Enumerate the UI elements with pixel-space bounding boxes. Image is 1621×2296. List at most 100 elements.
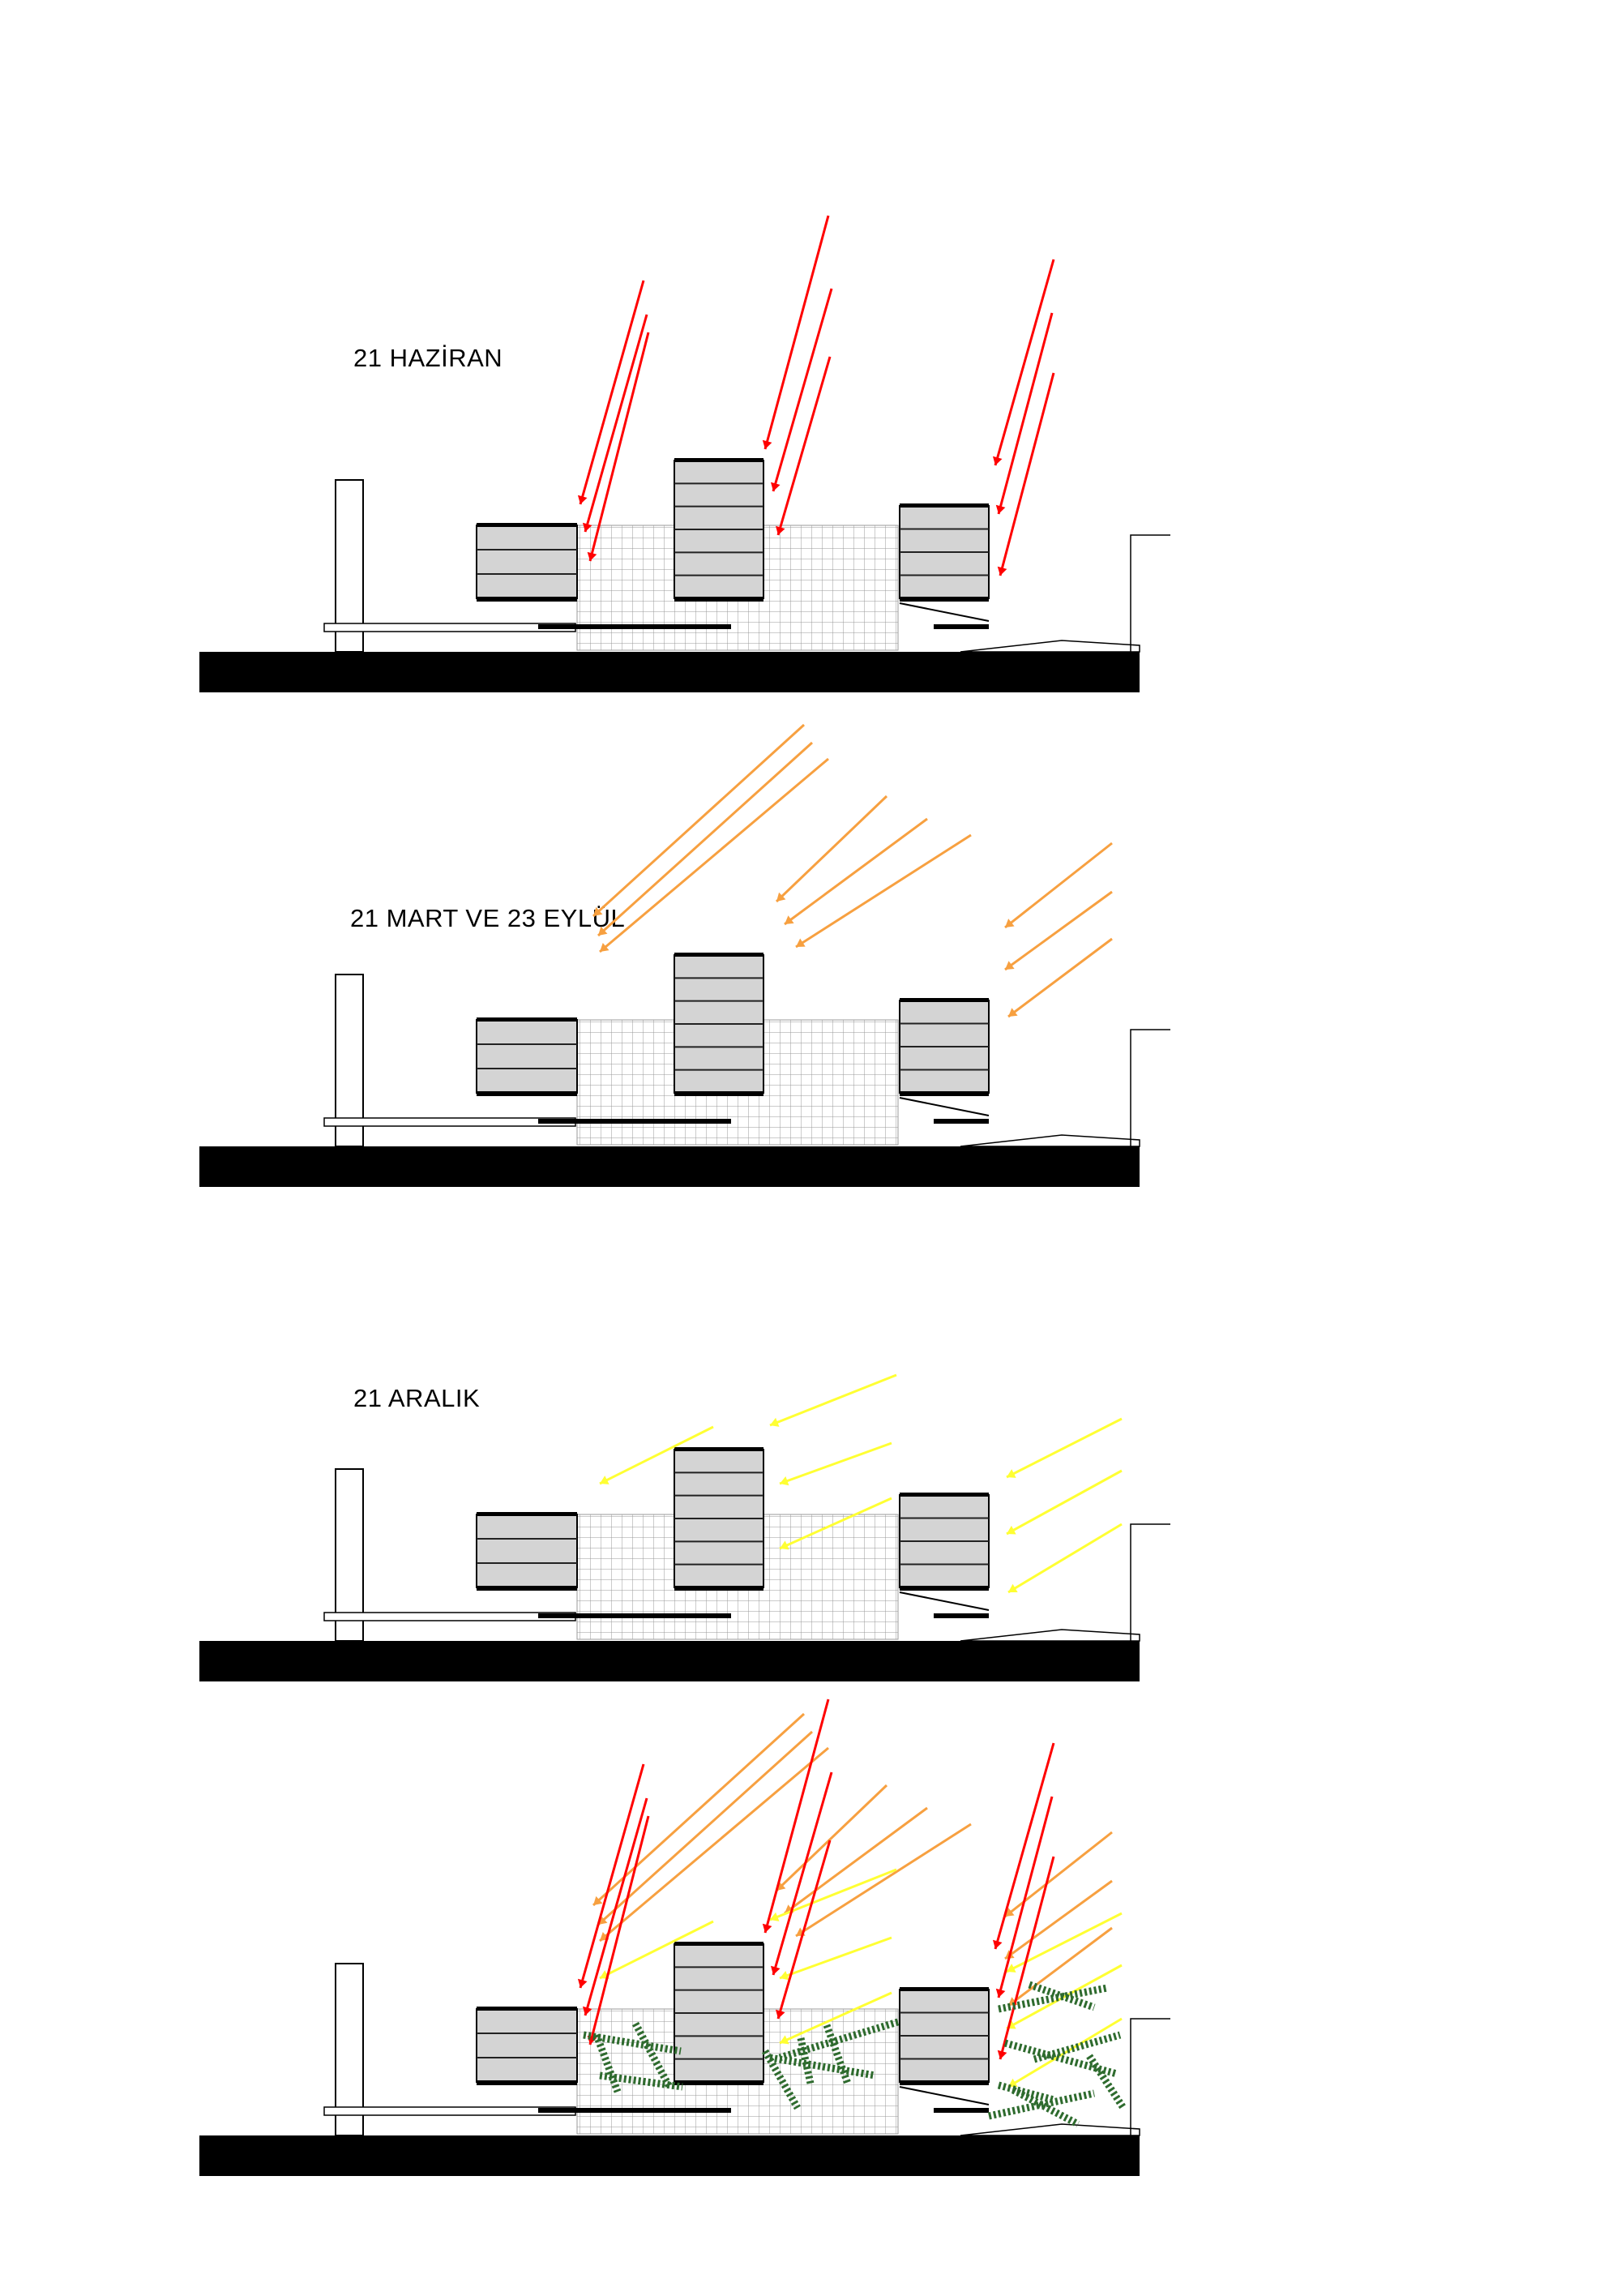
combined-summer-ray-8-head xyxy=(997,2050,1007,2059)
combined-winter-ray-2 xyxy=(779,1936,892,1981)
combined-winter-ray-0-shaft xyxy=(599,1920,714,1980)
building-center-base xyxy=(674,1091,763,1096)
equinox-ray-8 xyxy=(1007,937,1113,1018)
base-slab-right xyxy=(934,2108,989,2113)
combined-summer-ray-3 xyxy=(762,1698,830,1934)
combined-equinox-ray-1 xyxy=(597,1730,814,1926)
winter-ray-3-shaft xyxy=(779,1497,892,1550)
combined-equinox-ray-8-shaft xyxy=(1007,1926,1113,2007)
winter-ray-1 xyxy=(769,1373,897,1427)
summer-ray-4 xyxy=(771,288,833,492)
combined-winter-ray-1-head xyxy=(770,1912,780,1921)
building-right-roof xyxy=(900,998,989,1002)
combined-summer-ray-3-shaft xyxy=(763,1698,830,1934)
summer-ray-8-head xyxy=(997,566,1007,576)
building-left-roof xyxy=(477,2007,577,2011)
equinox-ray-7-shaft xyxy=(1004,890,1113,971)
building-left-roof xyxy=(477,1512,577,1516)
summer-ray-5 xyxy=(776,356,832,536)
building-right-base xyxy=(900,2080,989,2085)
summer-ray-7-head xyxy=(995,504,1006,514)
winter-ray-4-head xyxy=(1007,1469,1016,1478)
summer-ray-4-shaft xyxy=(772,288,833,492)
combined-summer-ray-7-head xyxy=(995,1988,1006,1998)
building-center-base xyxy=(674,1586,763,1591)
combined-summer-ray-5-shaft xyxy=(776,1840,832,2020)
building-left-base xyxy=(477,2080,577,2085)
section-title-december: 21 ARALIK xyxy=(353,1384,481,1412)
building-center-base xyxy=(674,2080,763,2085)
equinox-ray-5-head xyxy=(796,938,806,947)
vegetation-stroke-8 xyxy=(762,2049,801,2110)
winter-ray-6 xyxy=(1007,1523,1123,1594)
building-left-body xyxy=(476,1514,578,1588)
winter-ray-0-shaft xyxy=(599,1425,714,1485)
equinox-ray-4-shaft xyxy=(784,817,928,926)
vegetation-stroke-6 xyxy=(823,2024,852,2085)
equinox-ray-0-head xyxy=(593,906,603,916)
combined-equinox-ray-6 xyxy=(1004,1831,1113,1918)
combined-equinox-ray-6-head xyxy=(1005,1908,1015,1917)
combined-winter-ray-3-head xyxy=(780,2035,789,2045)
vegetation-stroke-3 xyxy=(632,2021,673,2089)
combined-summer-ray-3-head xyxy=(762,1923,772,1933)
summer-ray-0 xyxy=(577,280,645,505)
building-right-roof xyxy=(900,1987,989,1991)
building-left-roof xyxy=(477,523,577,527)
equinox-ray-0 xyxy=(592,723,806,918)
winter-ray-5-head xyxy=(1007,1525,1016,1535)
combined-equinox-ray-2-shaft xyxy=(599,1746,829,1943)
right-brace xyxy=(899,602,990,622)
equinox-ray-2-shaft xyxy=(599,757,829,953)
vegetation-stroke-5 xyxy=(769,2054,876,2080)
summer-ray-2-shaft xyxy=(588,332,650,562)
building-right-base xyxy=(900,1091,989,1096)
winter-ray-3-head xyxy=(780,1540,789,1550)
winter-ray-4-shaft xyxy=(1006,1417,1123,1479)
summer-ray-5-shaft xyxy=(776,356,832,536)
building-center xyxy=(674,953,764,1096)
section-panel-combined xyxy=(199,1698,1170,2176)
combined-summer-ray-5 xyxy=(776,1840,832,2020)
base-slab-right xyxy=(934,1119,989,1124)
building-center-roof xyxy=(674,458,763,462)
combined-equinox-ray-5-shaft xyxy=(795,1823,972,1938)
combined-equinox-ray-3-shaft xyxy=(775,1784,888,1892)
right-brace xyxy=(899,1097,990,1116)
winter-ray-1-head xyxy=(770,1417,780,1427)
combined-summer-ray-0-shaft xyxy=(579,1763,645,1989)
building-center-roof xyxy=(674,1942,763,1946)
combined-summer-ray-6-shaft xyxy=(994,1742,1055,1950)
vegetation-stroke-16 xyxy=(1086,2054,1127,2110)
base-slab-right xyxy=(934,624,989,629)
summer-ray-5-head xyxy=(776,525,785,535)
right-brace xyxy=(899,2086,990,2105)
building-right-roof xyxy=(900,1493,989,1497)
base-slab-left xyxy=(538,624,731,629)
building-left-base xyxy=(477,1091,577,1096)
combined-summer-ray-1 xyxy=(582,1797,648,2016)
section-panel-june xyxy=(199,215,1170,692)
combined-summer-ray-1-head xyxy=(582,2006,592,2015)
equinox-ray-7 xyxy=(1004,890,1113,971)
combined-equinox-ray-0 xyxy=(592,1712,806,1907)
summer-ray-6-head xyxy=(992,456,1003,465)
vegetation-stroke-1 xyxy=(592,2033,622,2093)
combined-equinox-ray-0-shaft xyxy=(592,1712,806,1907)
building-left xyxy=(476,523,578,602)
combined-summer-ray-8-shaft xyxy=(999,1856,1055,2060)
summer-ray-6 xyxy=(992,259,1055,466)
ground-slope xyxy=(960,1134,1140,1147)
combined-summer-ray-0 xyxy=(577,1763,645,1989)
building-left-base xyxy=(477,597,577,602)
right-wall xyxy=(1130,1029,1170,1146)
equinox-ray-6-shaft xyxy=(1004,842,1113,929)
summer-ray-8 xyxy=(997,372,1055,576)
section-title-equinox: 21 MART VE 23 EYLÜL xyxy=(350,904,626,932)
equinox-ray-6 xyxy=(1004,842,1113,929)
equinox-ray-4 xyxy=(784,817,928,926)
summer-ray-2-head xyxy=(587,551,597,561)
winter-ray-6-shaft xyxy=(1007,1523,1123,1594)
building-center xyxy=(674,1447,764,1591)
summer-ray-1-head xyxy=(582,522,592,532)
